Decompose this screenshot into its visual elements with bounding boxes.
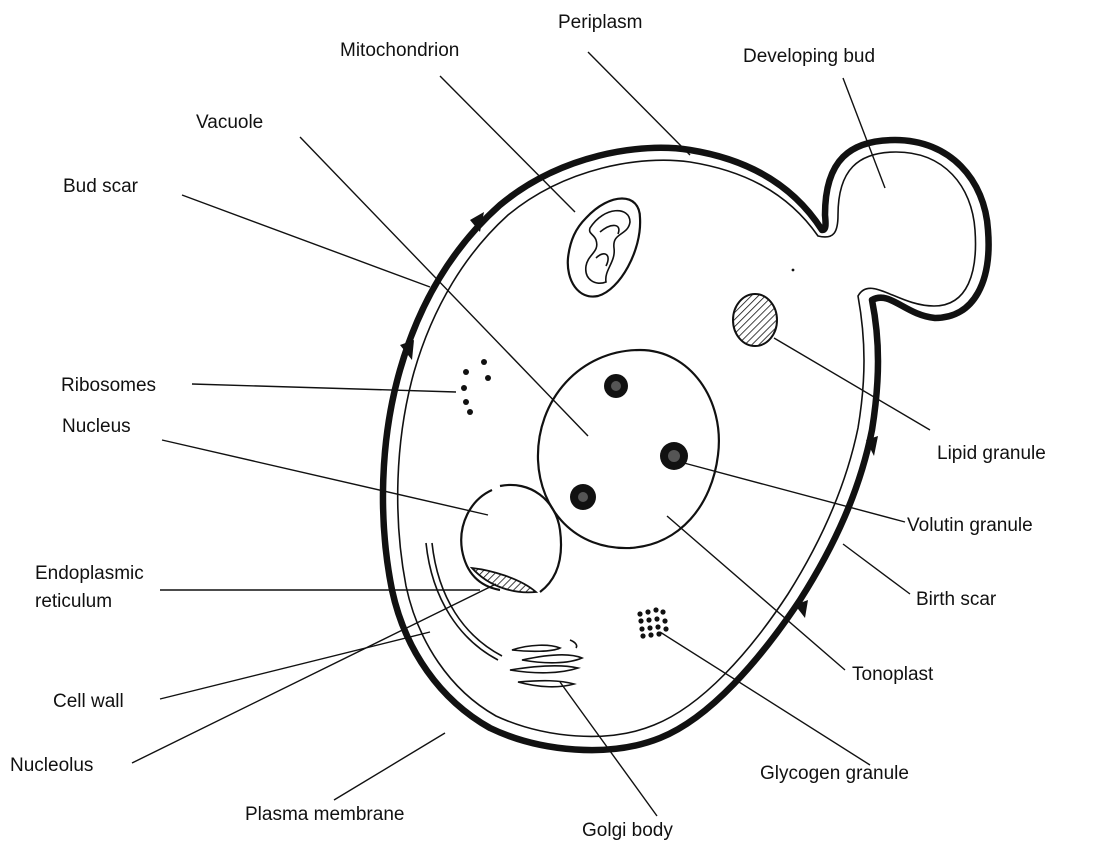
- leader-volutin-granule: [684, 463, 905, 522]
- label-bud-scar: Bud scar: [63, 176, 139, 197]
- label-nucleus: Nucleus: [62, 416, 131, 437]
- label-lipid-granule: Lipid granule: [937, 443, 1046, 464]
- golgi-body: [510, 640, 582, 687]
- leader-plasma-membrane: [334, 733, 445, 800]
- endoplasmic-reticulum: [472, 568, 536, 592]
- label-nucleolus: Nucleolus: [10, 755, 93, 776]
- nucleus-envelope: [500, 485, 561, 592]
- label-endoplasmic-reticulum-line2: reticulum: [35, 591, 112, 612]
- volutin-granule-core: [611, 381, 621, 391]
- label-tonoplast: Tonoplast: [852, 664, 934, 685]
- label-cell-wall: Cell wall: [53, 691, 124, 712]
- leader-lines: [132, 52, 930, 816]
- label-glycogen-granule: Glycogen granule: [760, 763, 909, 784]
- leader-cell-wall: [160, 632, 430, 699]
- label-ribosomes: Ribosomes: [61, 375, 156, 396]
- leader-lipid-granule: [774, 338, 930, 430]
- mitochondrion-cristae: [586, 211, 630, 284]
- volutin-granule-core: [578, 492, 588, 502]
- ribosomes-dots: [461, 359, 491, 415]
- cell-wall-outline: [383, 140, 989, 750]
- leader-nucleolus: [132, 584, 496, 763]
- label-endoplasmic-reticulum-line1: Endoplasmic: [35, 563, 144, 584]
- label-plasma-membrane: Plasma membrane: [245, 804, 404, 825]
- label-volutin-granule: Volutin granule: [907, 515, 1033, 536]
- label-golgi-body: Golgi body: [582, 820, 673, 841]
- leader-mitochondrion: [440, 76, 575, 212]
- label-developing-bud: Developing bud: [743, 46, 875, 67]
- label-periplasm: Periplasm: [558, 12, 642, 33]
- leader-periplasm: [588, 52, 690, 155]
- label-vacuole: Vacuole: [196, 112, 263, 133]
- leader-nucleus: [162, 440, 488, 515]
- mitochondrion-outline: [568, 199, 640, 297]
- leader-ribosomes: [192, 384, 456, 392]
- lipid-granule: [733, 294, 777, 346]
- volutin-granule-core: [668, 450, 680, 462]
- vacuole-tonoplast: [538, 350, 719, 548]
- label-birth-scar: Birth scar: [916, 589, 997, 610]
- leader-birth-scar: [843, 544, 910, 594]
- leader-bud-scar: [182, 195, 430, 287]
- label-mitochondrion: Mitochondrion: [340, 40, 459, 61]
- cytoplasm-speck: [792, 269, 795, 272]
